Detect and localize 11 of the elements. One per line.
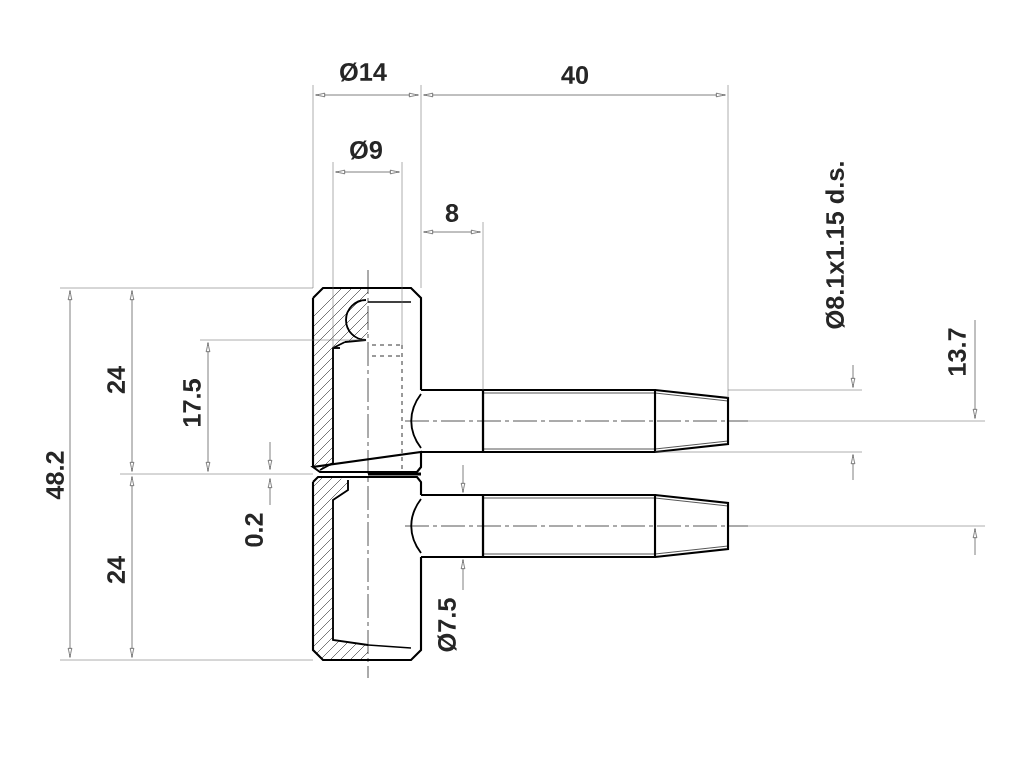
dimension-text: 0.2 [245, 513, 263, 547]
dimension-text: 24 [107, 556, 125, 584]
dimension-text: Ø8.1x1.15 d.s. [825, 162, 845, 329]
dimension-text: 24 [107, 366, 125, 394]
dimension-text: 8 [445, 204, 459, 222]
dimension-text: 48.2 [46, 451, 64, 500]
dimension-text: 13.7 [948, 328, 966, 376]
dimension-text: Ø9 [350, 140, 382, 160]
dimension-text: Ø14 [340, 62, 387, 82]
dimension-text: 40 [561, 66, 589, 84]
dimension-text: 17.5 [183, 379, 201, 427]
